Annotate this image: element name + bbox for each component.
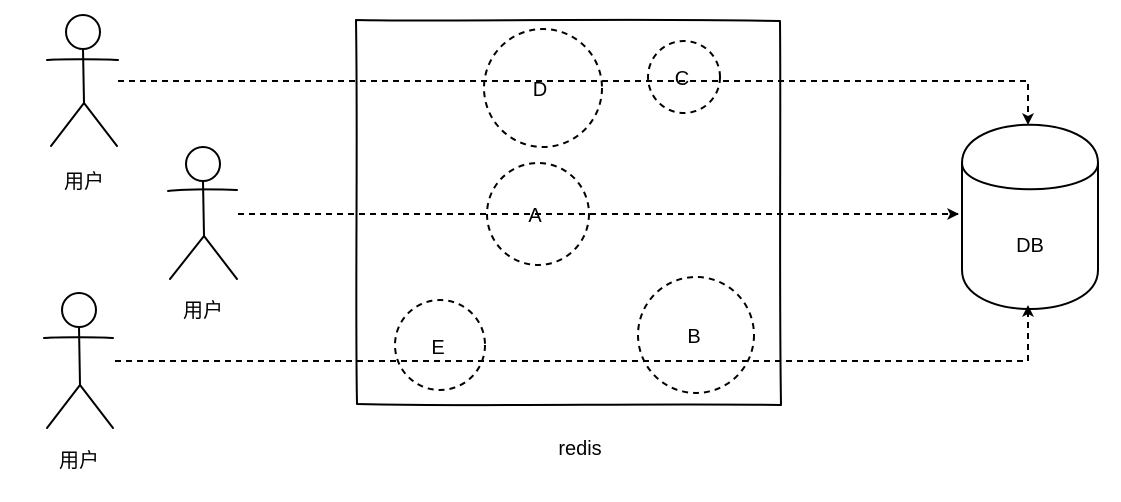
user-actor-3: 用户 xyxy=(43,292,114,472)
cache-key-d: D xyxy=(483,28,603,148)
cache-key-c: C xyxy=(647,40,721,114)
user-actor-2: 用户 xyxy=(167,146,238,322)
cache-key-c-label: C xyxy=(675,68,689,90)
user-actor-1: 用户 xyxy=(46,14,119,193)
cache-key-a-label: A xyxy=(528,205,542,227)
cache-key-d-label: D xyxy=(533,79,547,101)
user-label: 用户 xyxy=(64,169,104,193)
redis-box xyxy=(355,18,782,407)
request-line-bottom xyxy=(115,305,1034,362)
cache-key-a: A xyxy=(486,162,590,266)
user-label: 用户 xyxy=(183,298,223,322)
cache-key-b: B xyxy=(637,276,755,394)
user-icon xyxy=(46,14,119,147)
cache-key-e-label: E xyxy=(431,337,444,359)
request-line-top xyxy=(118,80,1034,125)
cache-key-b-label: B xyxy=(687,326,700,348)
user-icon xyxy=(167,146,238,280)
redis-label: redis xyxy=(558,438,601,460)
user-icon xyxy=(43,292,114,429)
user-label: 用户 xyxy=(59,448,99,472)
cache-key-e: E xyxy=(394,299,486,391)
database-cylinder: DB xyxy=(961,123,1099,310)
database-label: DB xyxy=(1016,235,1044,257)
